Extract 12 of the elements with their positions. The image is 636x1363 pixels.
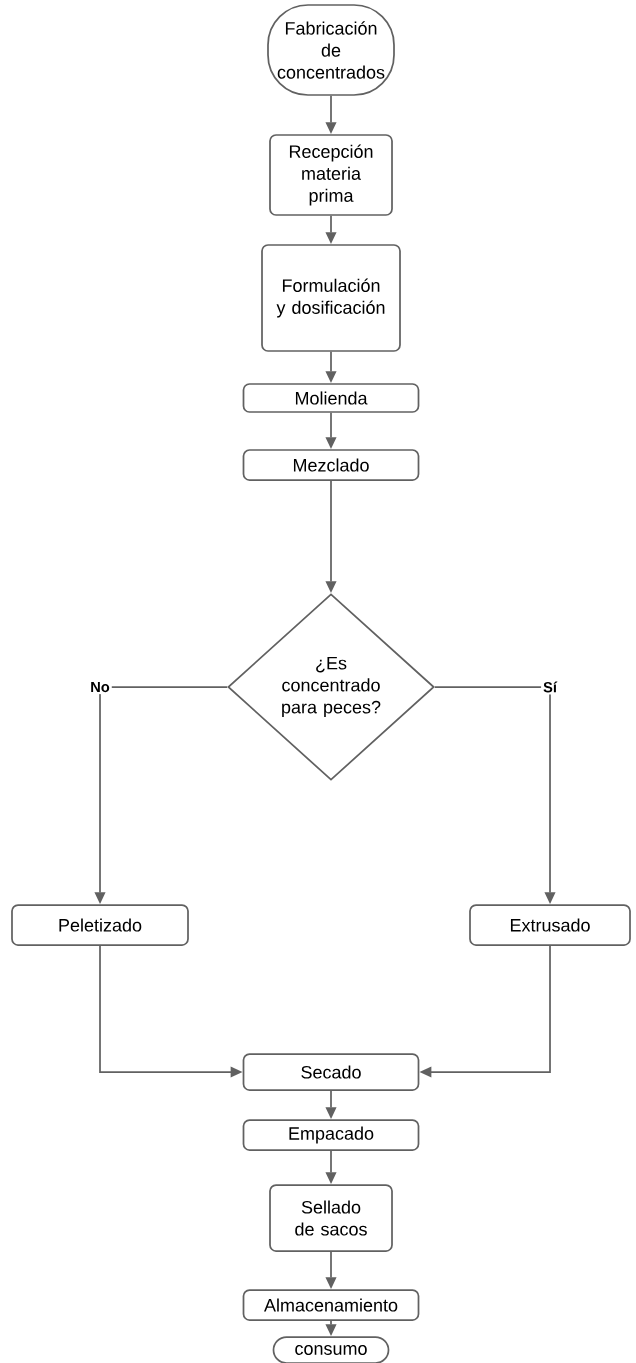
process-box: Mezclado (242, 449, 420, 481)
process-box: Molienda (242, 383, 420, 413)
process-box: Recepción materia prima (269, 134, 393, 216)
edge-label: No (88, 679, 112, 695)
process-box: Extrusado (469, 904, 631, 946)
process-box: Peletizado (11, 904, 189, 946)
process-box: Sellado de sacos (269, 1184, 393, 1252)
edge-label: Sí (541, 679, 559, 695)
process-box: Formulación y dosificación (261, 244, 401, 352)
process-box: Empacado (242, 1119, 420, 1151)
process-box: Almacenamiento (242, 1289, 420, 1321)
process-box: Secado (242, 1053, 420, 1091)
